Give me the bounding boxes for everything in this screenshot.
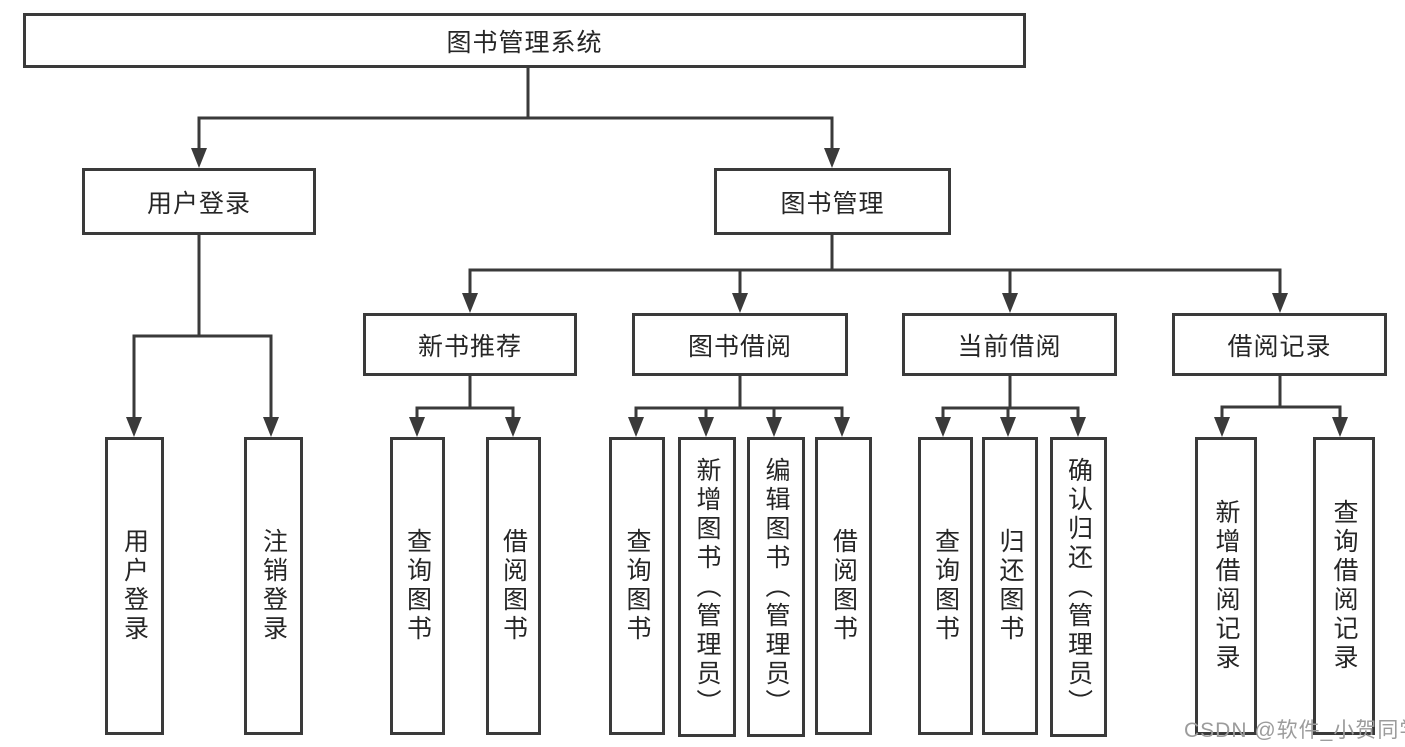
- connector-record-to-leaves: [1220, 376, 1342, 421]
- leaf-record-query: 查询借阅记录: [1313, 437, 1375, 735]
- arrow-icon: [1070, 417, 1086, 437]
- arrow-icon: [409, 417, 425, 437]
- leaf-borrow-add-admin-label: 新增图书（管理员）: [693, 456, 721, 718]
- leaf-return-book: 归还图书: [982, 437, 1038, 735]
- node-root: 图书管理系统: [23, 13, 1026, 68]
- leaf-user-login-label: 用户登录: [120, 528, 149, 644]
- leaf-borrow-query: 查询图书: [609, 437, 665, 735]
- leaf-record-add-label: 新增借阅记录: [1212, 499, 1240, 673]
- arrow-icon: [698, 417, 714, 437]
- csdn-watermark: CSDN @软件_小贺同学: [1184, 719, 1405, 742]
- node-user-login-label: 用户登录: [146, 189, 251, 218]
- connector-bookmgmt-to-level3: [468, 235, 1282, 297]
- leaf-borrow-edit-admin-label: 编辑图书（管理员）: [762, 456, 790, 718]
- leaf-current-query-label: 查询图书: [931, 528, 960, 644]
- arrow-icon: [824, 148, 840, 168]
- arrow-icon: [1272, 293, 1288, 313]
- node-borrow-record: 借阅记录: [1172, 313, 1387, 376]
- leaf-newbook-query: 查询图书: [390, 437, 445, 735]
- arrow-icon: [732, 293, 748, 313]
- node-new-book-recommend-label: 新书推荐: [417, 332, 522, 361]
- node-book-management-label: 图书管理: [780, 189, 885, 218]
- leaf-current-query: 查询图书: [918, 437, 973, 735]
- node-root-label: 图书管理系统: [446, 28, 603, 57]
- leaf-record-query-label: 查询借阅记录: [1330, 499, 1358, 673]
- arrow-icon: [1002, 293, 1018, 313]
- arrow-icon: [766, 417, 782, 437]
- leaf-logout: 注销登录: [244, 437, 303, 735]
- leaf-newbook-borrow-label: 借阅图书: [499, 528, 528, 644]
- arrow-icon: [1000, 417, 1016, 437]
- connector-currentborrow-to-leaves: [941, 376, 1080, 421]
- node-current-borrow: 当前借阅: [902, 313, 1117, 376]
- leaf-borrow-book: 借阅图书: [815, 437, 872, 735]
- leaf-newbook-borrow: 借阅图书: [486, 437, 541, 735]
- arrow-icon: [462, 293, 478, 313]
- arrow-icon: [263, 417, 279, 437]
- arrow-icon: [126, 417, 142, 437]
- leaf-borrow-query-label: 查询图书: [623, 528, 651, 644]
- leaf-borrow-add-admin: 新增图书（管理员）: [678, 437, 736, 737]
- connector-root-to-level2: [197, 68, 834, 152]
- leaf-confirm-return-admin-label: 确认归还（管理员）: [1064, 456, 1093, 718]
- leaf-borrow-book-label: 借阅图书: [829, 528, 858, 644]
- node-user-login: 用户登录: [82, 168, 316, 235]
- node-borrow-record-label: 借阅记录: [1227, 332, 1332, 361]
- leaf-confirm-return-admin: 确认归还（管理员）: [1050, 437, 1107, 737]
- leaf-borrow-edit-admin: 编辑图书（管理员）: [747, 437, 805, 737]
- leaf-user-login: 用户登录: [105, 437, 164, 735]
- node-book-management: 图书管理: [714, 168, 951, 235]
- node-book-borrow-label: 图书借阅: [687, 332, 792, 361]
- leaf-newbook-query-label: 查询图书: [403, 528, 432, 644]
- arrow-icon: [1332, 417, 1348, 437]
- arrow-icon: [191, 148, 207, 168]
- arrow-icon: [628, 417, 644, 437]
- node-book-borrow: 图书借阅: [632, 313, 848, 376]
- arrow-icon: [505, 417, 521, 437]
- arrow-icon: [1214, 417, 1230, 437]
- connector-bookborrow-to-leaves: [634, 376, 844, 421]
- node-new-book-recommend: 新书推荐: [363, 313, 577, 376]
- arrowheads: [126, 148, 1348, 437]
- node-current-borrow-label: 当前借阅: [957, 332, 1062, 361]
- connector-userlogin-to-leaves: [132, 235, 273, 421]
- leaf-return-book-label: 归还图书: [996, 528, 1024, 644]
- leaf-record-add: 新增借阅记录: [1195, 437, 1257, 735]
- arrow-icon: [834, 417, 850, 437]
- arrow-icon: [935, 417, 951, 437]
- connector-newbook-to-leaves: [415, 376, 515, 421]
- leaf-logout-label: 注销登录: [259, 528, 288, 644]
